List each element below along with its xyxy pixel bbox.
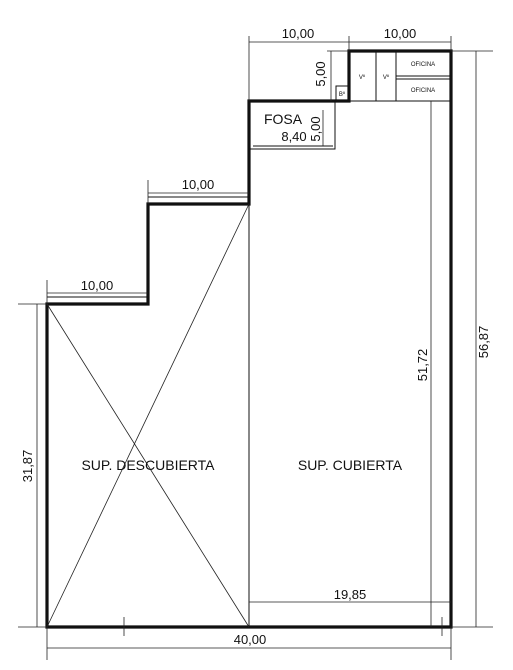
room-label-uncovered: SUP. DESCUBIERTA [81, 457, 215, 473]
dim-fosa-depth: 5,00 [308, 116, 323, 141]
room-label-vestuario-2: Vº [383, 74, 390, 81]
room-label-fosa: FOSA [264, 111, 303, 127]
dim-bottom-inner: 19,85 [334, 587, 367, 602]
dim-fosa-width: 8,40 [281, 129, 306, 144]
dim-office-depth: 5,00 [313, 61, 328, 86]
room-label-covered: SUP. CUBIERTA [298, 457, 403, 473]
dim-office-width-left: 10,00 [282, 26, 315, 41]
dim-step-upper: 10,00 [182, 177, 215, 192]
dim-total-height: 56,87 [476, 326, 491, 359]
fosa-box [248, 100, 336, 150]
dim-office-width-right: 10,00 [384, 26, 417, 41]
room-label-vestuario-1: Vº [359, 74, 366, 81]
dim-total-width: 40,00 [234, 632, 267, 647]
room-label-oficina-bottom: OFICINA [411, 88, 435, 94]
dim-inner-height: 51,72 [415, 349, 430, 382]
room-label-bano: Bº [339, 91, 346, 98]
uncovered-cross-a [46, 303, 250, 628]
dim-left-height: 31,87 [20, 450, 35, 483]
dim-step-lower: 10,00 [81, 278, 114, 293]
bano-box [335, 85, 350, 102]
room-label-oficina-top: OFICINA [411, 62, 435, 68]
uncovered-cross-b [46, 203, 250, 628]
